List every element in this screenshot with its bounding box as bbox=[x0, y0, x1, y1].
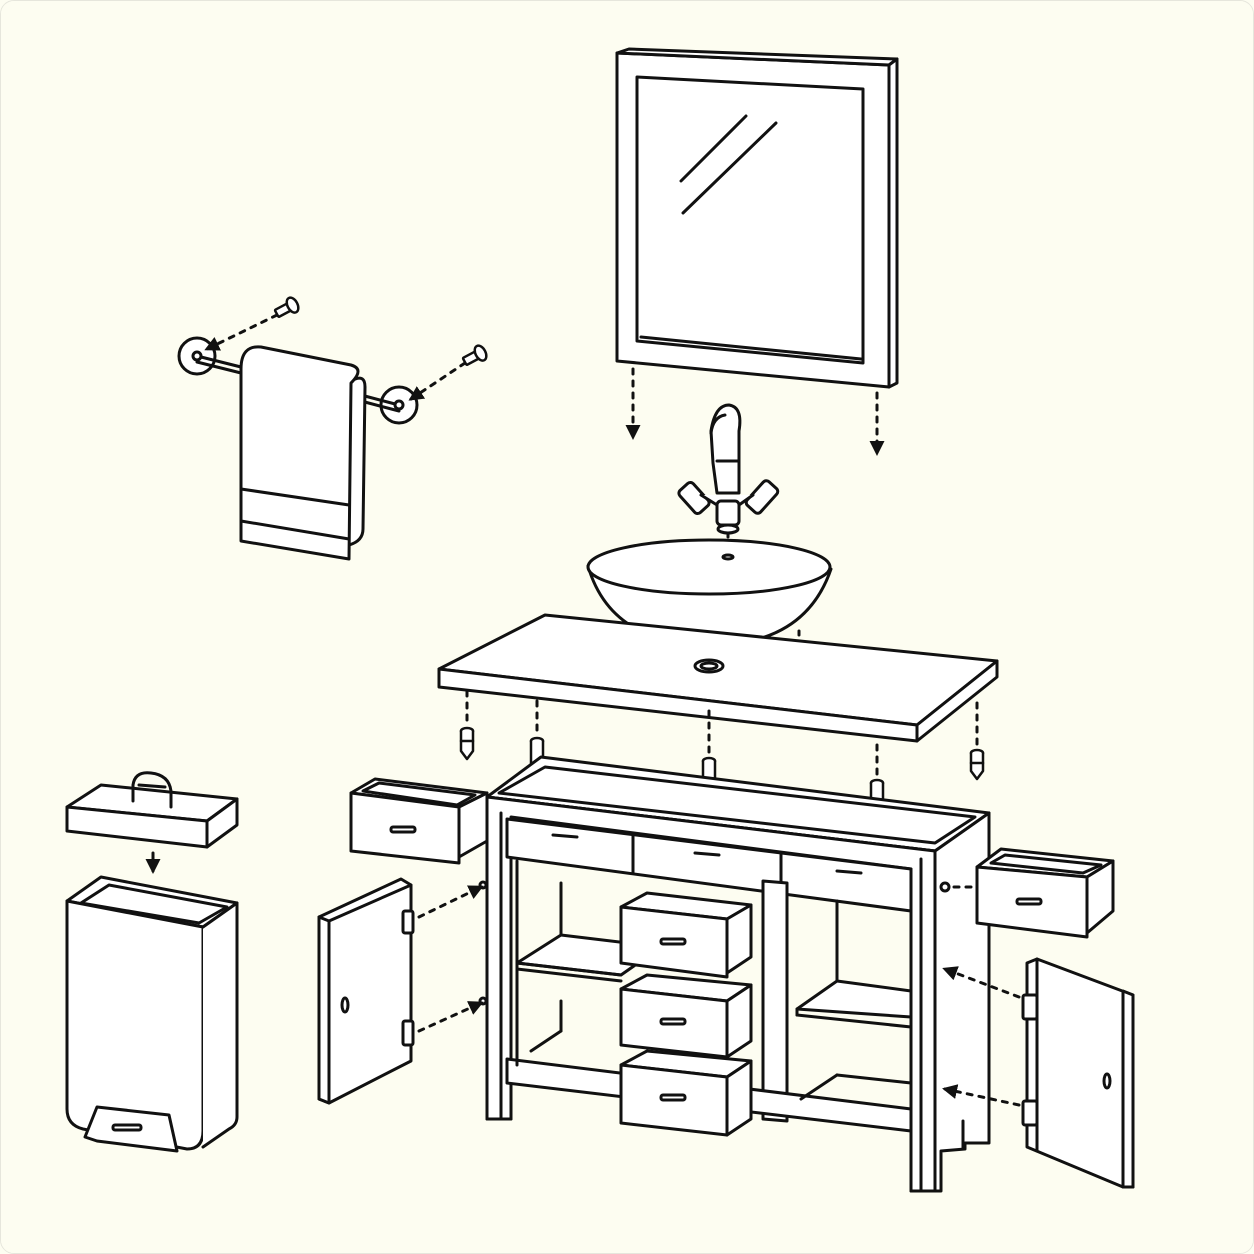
lid-icon bbox=[65, 771, 239, 849]
door-icon bbox=[1021, 957, 1135, 1189]
left-door-hinge-arrows bbox=[417, 885, 484, 1033]
center-drawer-top bbox=[619, 891, 753, 979]
countertop-icon bbox=[437, 613, 999, 743]
mirror-icon bbox=[615, 47, 899, 389]
countertop-arrows bbox=[465, 689, 979, 779]
drawer-icon bbox=[975, 847, 1115, 939]
trash-can-icon bbox=[65, 875, 239, 1153]
towel-bar-screw-arrows bbox=[204, 313, 467, 401]
screw-icon bbox=[273, 296, 488, 367]
towel-bar-icon bbox=[177, 336, 419, 425]
towel-icon bbox=[239, 345, 367, 561]
drawer-icon bbox=[349, 777, 489, 865]
mirror-arrows bbox=[625, 367, 885, 456]
right-door-hinge-arrows bbox=[942, 885, 1021, 1107]
faucet-icon bbox=[677, 403, 780, 561]
center-drawer-middle bbox=[619, 973, 753, 1059]
drawer-icon bbox=[619, 891, 753, 1137]
center-drawer-bottom bbox=[619, 1049, 753, 1137]
door-icon bbox=[317, 877, 415, 1105]
